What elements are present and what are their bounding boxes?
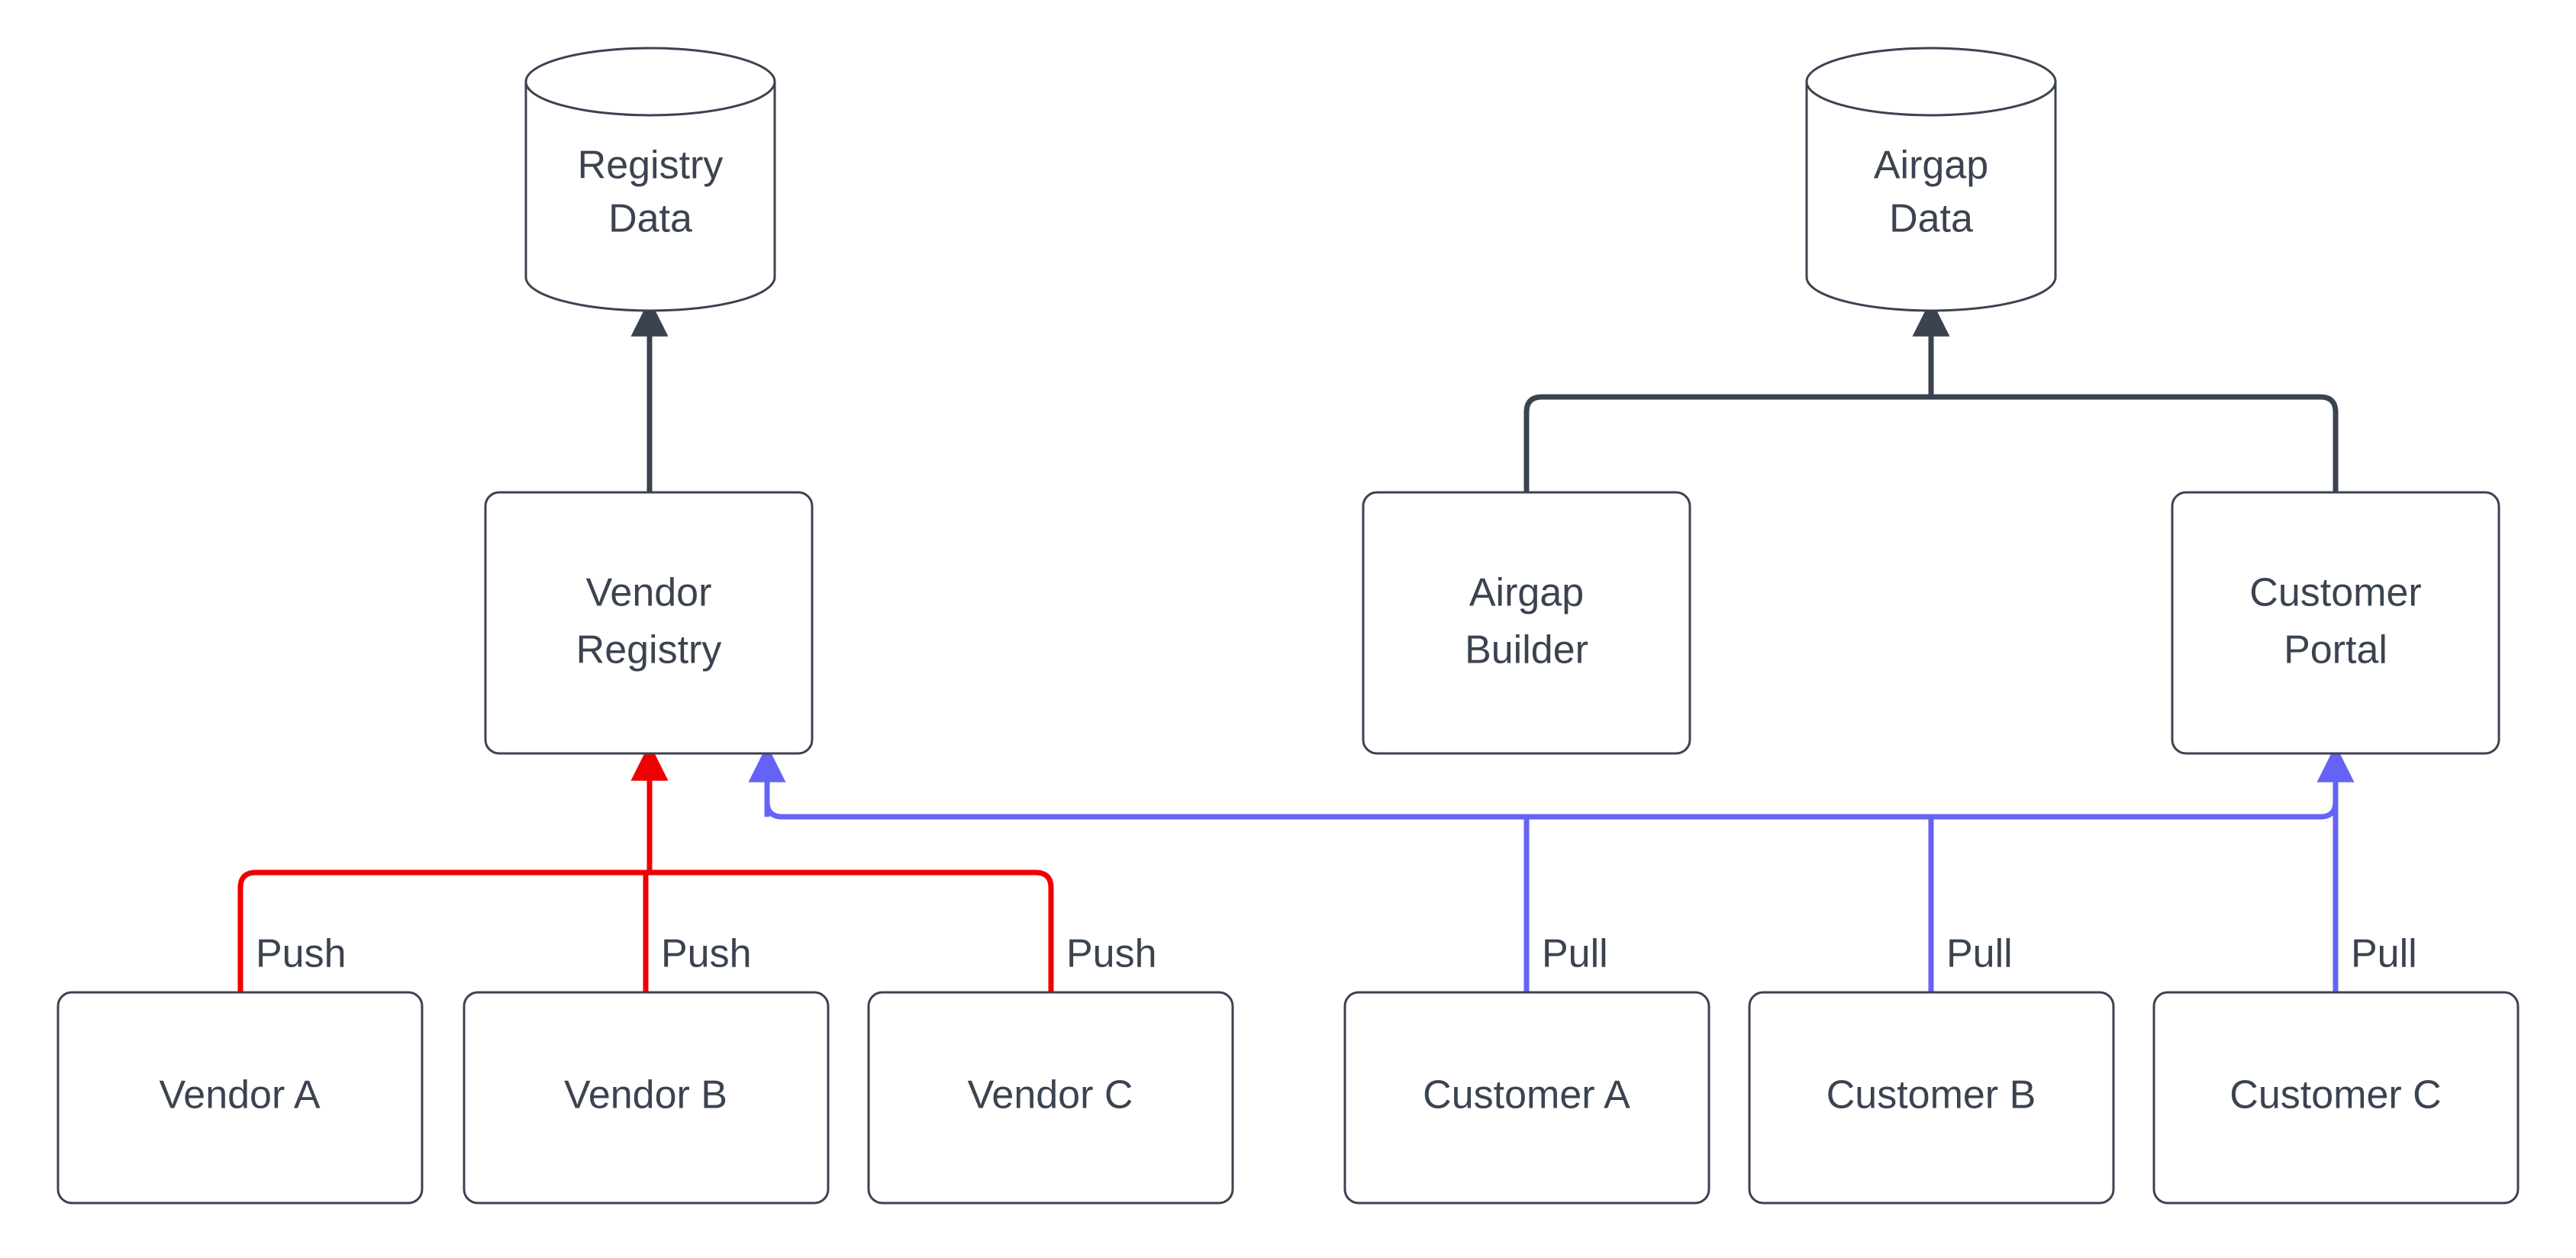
customer-a-box xyxy=(1343,991,1710,1205)
airgap-data-cylinder-body xyxy=(1805,80,2057,312)
edge-label-push-2: Push xyxy=(661,932,752,976)
customer-c-box xyxy=(2152,991,2520,1205)
edge-bracket-to-airgap-data xyxy=(1523,394,2339,492)
customer-b-box xyxy=(1748,991,2115,1205)
airgap-builder-label-line1: Airgap xyxy=(1469,571,1584,615)
edge-pull-bus xyxy=(764,754,2339,820)
node-customer-b[interactable]: Customer B xyxy=(1748,991,2115,1205)
vendor-registry-label-line2: Registry xyxy=(576,628,722,673)
node-vendor-a[interactable]: Vendor A xyxy=(56,991,424,1205)
customer-b-label: Customer B xyxy=(1826,1073,2036,1118)
registry-data-label-line1: Registry xyxy=(578,144,724,188)
edge-label-push-1: Push xyxy=(256,932,347,976)
edge-label-pull-2: Pull xyxy=(1946,932,2013,976)
vendor-b-label: Vendor B xyxy=(564,1073,727,1118)
vendor-c-label: Vendor C xyxy=(968,1073,1133,1118)
node-customer-portal[interactable]: Customer Portal xyxy=(2171,491,2500,755)
customer-a-label: Customer A xyxy=(1423,1073,1630,1118)
customer-portal-label-line2: Portal xyxy=(2284,628,2387,673)
edge-label-pull-3: Pull xyxy=(2351,932,2417,976)
airgap-data-label-line1: Airgap xyxy=(1874,144,1988,188)
vendor-a-label: Vendor A xyxy=(159,1073,320,1118)
registry-data-label-line2: Data xyxy=(608,197,692,241)
airgap-data-cylinder-top xyxy=(1805,47,2057,117)
vendor-b-box xyxy=(463,991,830,1205)
customer-portal-box xyxy=(2171,491,2500,755)
node-registry-data[interactable]: Registry Data xyxy=(524,47,776,312)
vendor-registry-box xyxy=(484,491,814,755)
customer-portal-label-line1: Customer xyxy=(2249,571,2421,615)
customer-c-label: Customer C xyxy=(2229,1073,2441,1118)
node-vendor-c[interactable]: Vendor C xyxy=(867,991,1234,1205)
node-vendor-registry[interactable]: Vendor Registry xyxy=(484,491,814,755)
registry-data-cylinder-top xyxy=(524,47,776,117)
registry-data-cylinder-body xyxy=(524,80,776,312)
airgap-builder-label-line2: Builder xyxy=(1465,628,1588,673)
airgap-builder-box xyxy=(1362,491,1691,755)
edge-label-push-3: Push xyxy=(1066,932,1157,976)
node-customer-c[interactable]: Customer C xyxy=(2152,991,2520,1205)
vendor-c-box xyxy=(867,991,1234,1205)
node-airgap-data[interactable]: Airgap Data xyxy=(1805,47,2057,312)
node-airgap-builder[interactable]: Airgap Builder xyxy=(1362,491,1691,755)
node-vendor-b[interactable]: Vendor B xyxy=(463,991,830,1205)
airgap-data-label-line2: Data xyxy=(1889,197,1973,241)
node-customer-a[interactable]: Customer A xyxy=(1343,991,1710,1205)
edge-label-pull-1: Pull xyxy=(1542,932,1608,976)
vendor-a-box xyxy=(56,991,424,1205)
vendor-registry-label-line1: Vendor xyxy=(586,571,712,615)
